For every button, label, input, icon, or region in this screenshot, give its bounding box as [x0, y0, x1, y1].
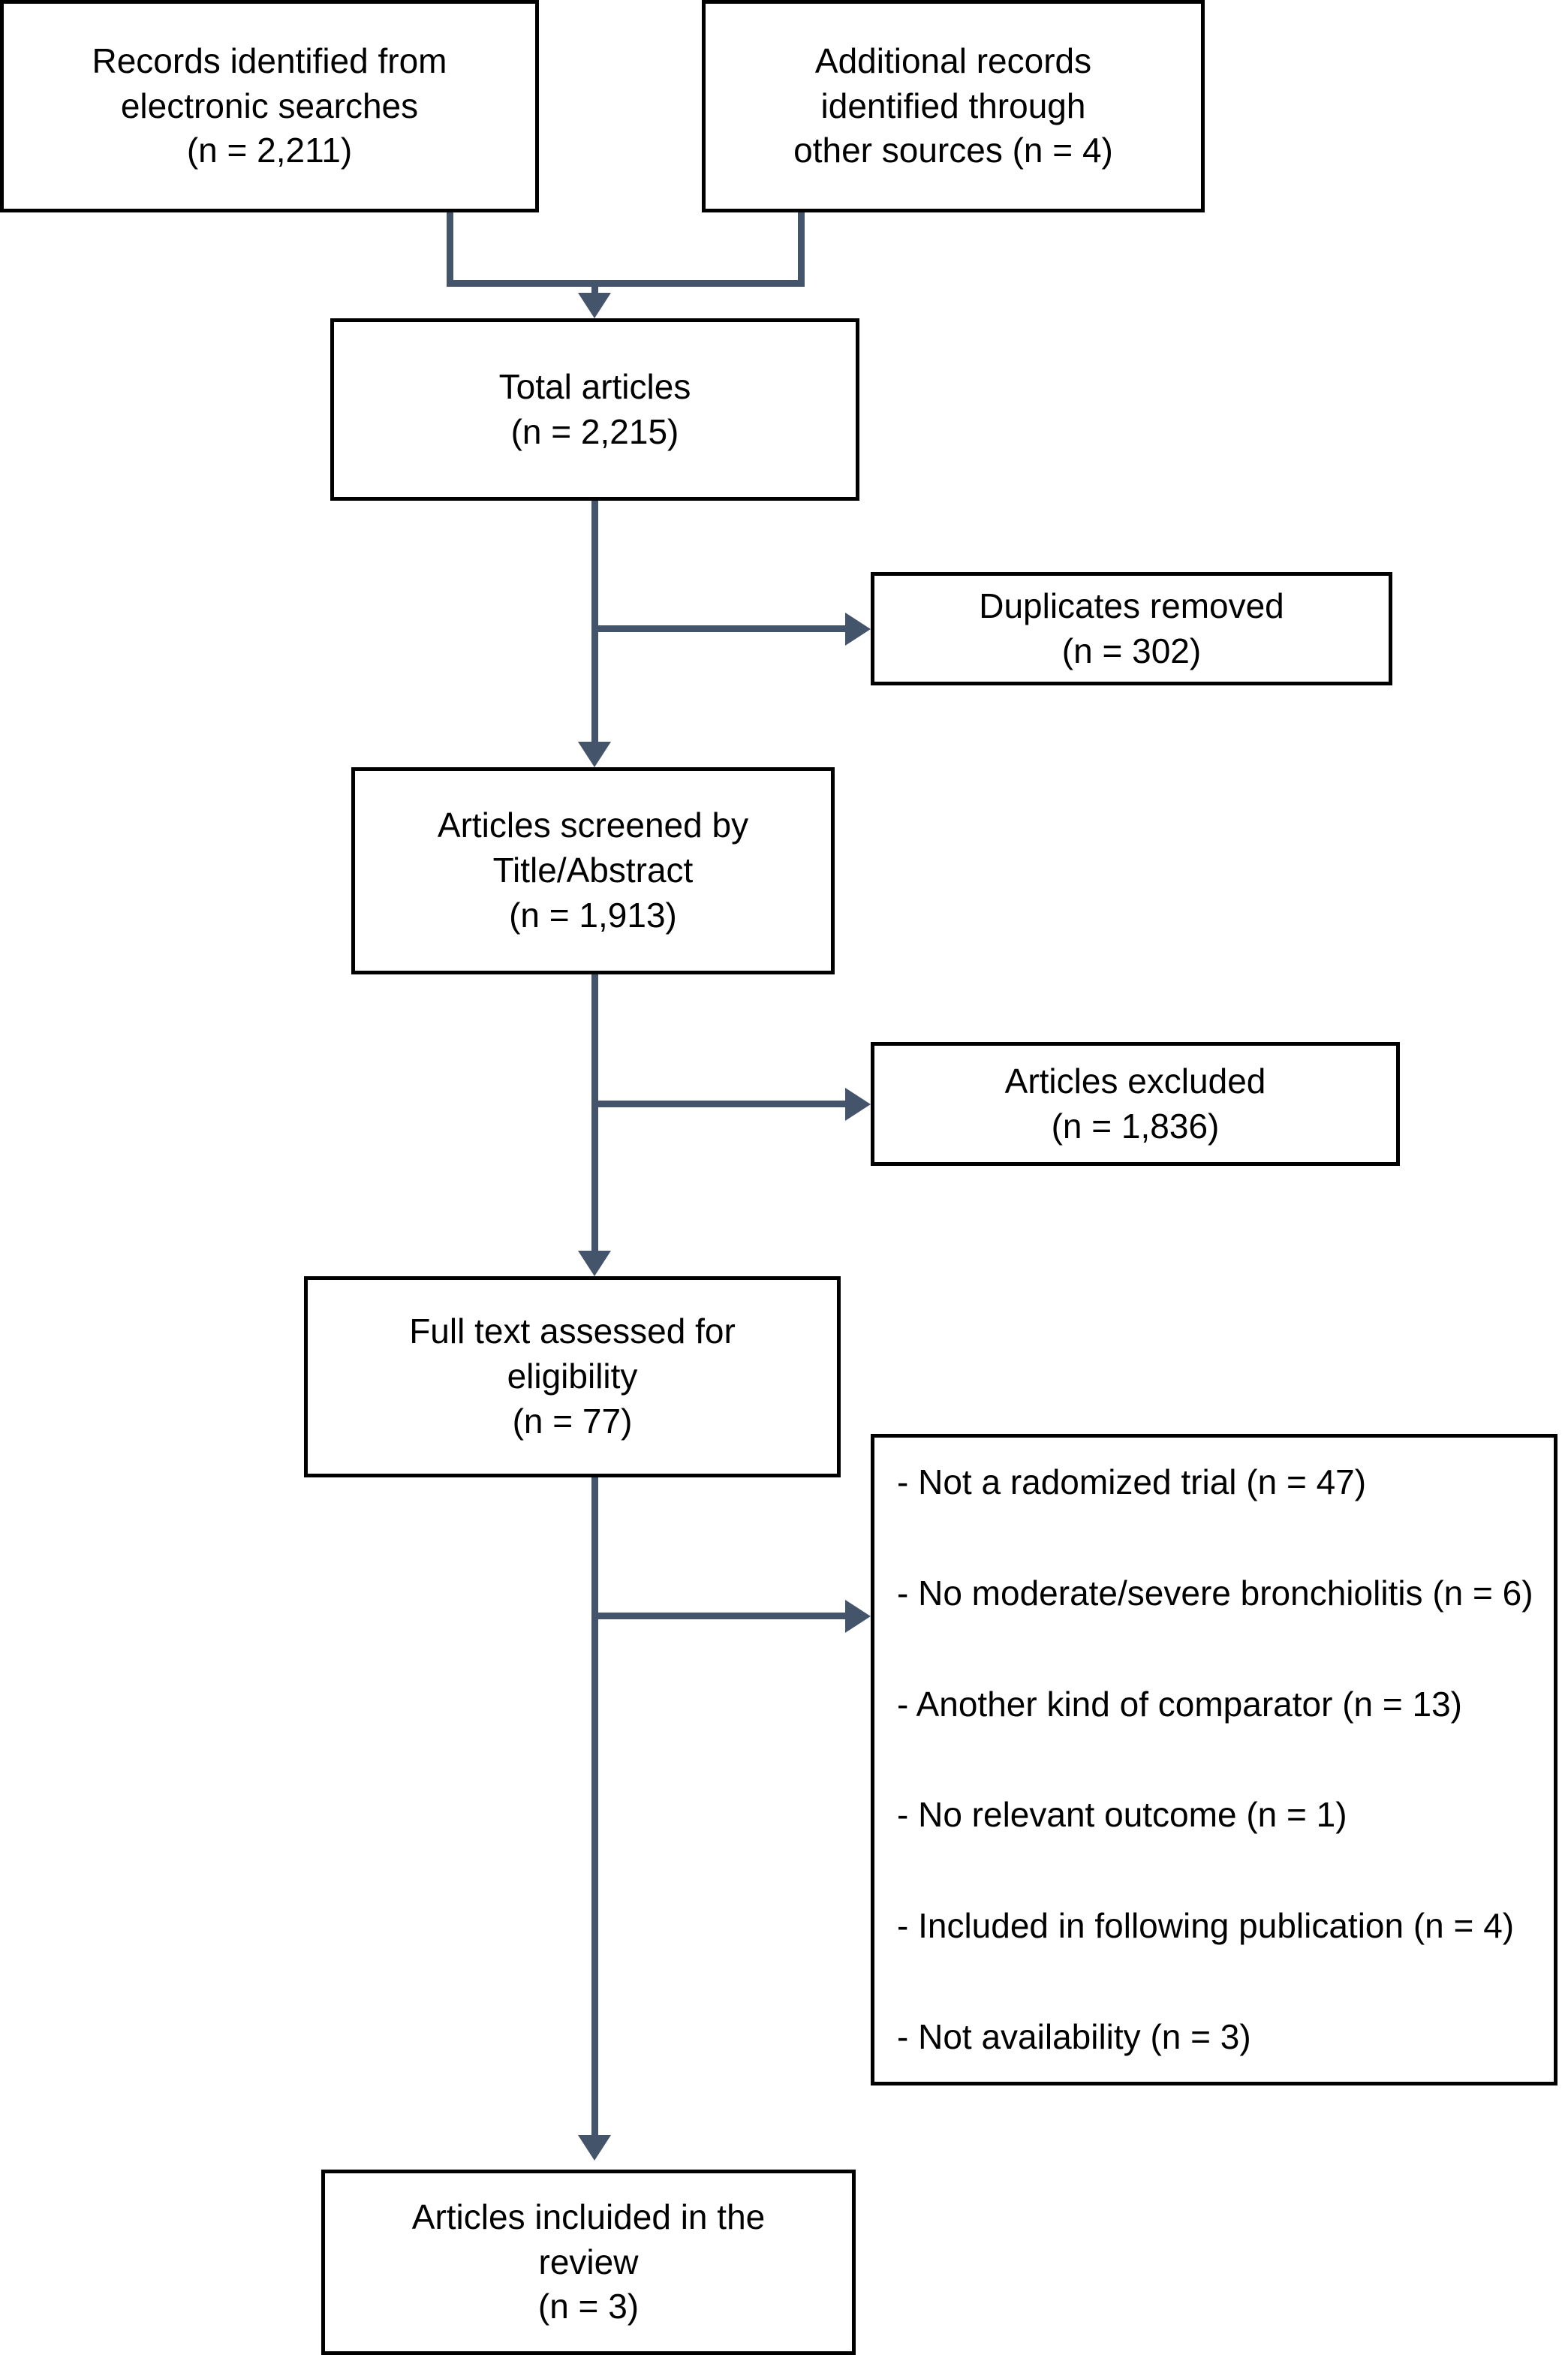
box-articles-excluded: Articles excluded (n = 1,836) — [871, 1042, 1400, 1166]
box-line-1: Articles incluided in the — [411, 2197, 766, 2236]
box-articles-excluded-text: Articles excluded (n = 1,836) — [885, 1059, 1386, 1149]
box-line-1: Articles excluded — [1004, 1061, 1266, 1101]
connector-screened-to-fulltext — [591, 974, 598, 1263]
box-exclusion-reasons: - Not a radomized trial (n = 47) - No mo… — [871, 1434, 1557, 2085]
exclusion-reason-item: - Not availability (n = 3) — [897, 2017, 1251, 2057]
exclusion-reason-item: - Another kind of comparator (n = 13) — [897, 1684, 1463, 1724]
box-line-3: (n = 3) — [537, 2287, 640, 2326]
arrow-into-exclusion-reasons — [845, 1600, 871, 1633]
box-additional-records-other-sources-text: Additional records identified through ot… — [716, 39, 1190, 173]
box-total-articles-text: Total articles (n = 2,215) — [345, 365, 845, 455]
exclusion-reason-item: - No moderate/severe bronchiolitis (n = … — [897, 1573, 1533, 1613]
box-duplicates-removed: Duplicates removed (n = 302) — [871, 572, 1392, 685]
box-line-2: review — [538, 2242, 639, 2281]
arrow-into-total-articles — [578, 293, 611, 318]
connector-records-other-down — [798, 212, 805, 287]
connector-merge-horizontal — [447, 280, 805, 287]
box-line-2: (n = 302) — [1061, 631, 1202, 670]
connector-fulltext-to-included — [591, 1477, 598, 2146]
box-line-2: identified through — [820, 86, 1086, 125]
arrow-into-articles-screened — [578, 742, 611, 767]
connector-records-electronic-down — [447, 212, 453, 287]
box-line-1: Records identified from — [92, 41, 447, 80]
exclusion-reason-item: - No relevant outcome (n = 1) — [897, 1795, 1347, 1835]
box-articles-screened-title-abstract-text: Articles screened by Title/Abstract (n =… — [366, 803, 820, 938]
box-articles-included-in-review: Articles incluided in the review (n = 3) — [321, 2170, 856, 2355]
box-line-3: (n = 2,211) — [186, 131, 353, 170]
box-full-text-assessed-eligibility: Full text assessed for eligibility (n = … — [304, 1276, 841, 1477]
connector-screened-to-excluded — [591, 1101, 856, 1107]
box-total-articles: Total articles (n = 2,215) — [330, 318, 859, 501]
arrow-into-duplicates-removed — [845, 613, 871, 646]
box-articles-included-in-review-text: Articles incluided in the review (n = 3) — [336, 2195, 841, 2329]
box-line-1: Additional records — [814, 41, 1092, 80]
box-line-2: (n = 1,836) — [1051, 1106, 1220, 1146]
box-line-1: Full text assessed for — [409, 1312, 736, 1351]
connector-fulltext-to-exclusion-reasons — [591, 1613, 856, 1619]
box-line-1: Total articles — [498, 366, 691, 406]
box-line-3: other sources (n = 4) — [793, 131, 1113, 170]
box-full-text-assessed-eligibility-text: Full text assessed for eligibility (n = … — [318, 1309, 826, 1444]
arrow-into-full-text-assessed — [578, 1251, 611, 1276]
box-articles-screened-title-abstract: Articles screened by Title/Abstract (n =… — [351, 767, 835, 974]
box-additional-records-other-sources: Additional records identified through ot… — [702, 0, 1205, 212]
box-line-2: Title/Abstract — [492, 851, 694, 890]
arrow-into-articles-included — [578, 2135, 611, 2161]
box-line-1: Articles screened by — [437, 806, 749, 845]
box-line-3: (n = 77) — [512, 1401, 633, 1441]
connector-total-to-duplicates — [591, 625, 856, 632]
arrow-into-articles-excluded — [845, 1088, 871, 1121]
box-line-2: eligibility — [507, 1357, 638, 1396]
box-records-electronic-searches-text: Records identified from electronic searc… — [14, 39, 525, 173]
box-records-electronic-searches: Records identified from electronic searc… — [0, 0, 539, 212]
exclusion-reason-item: - Not a radomized trial (n = 47) — [897, 1462, 1367, 1501]
box-line-2: electronic searches — [120, 86, 419, 125]
box-line-2: (n = 2,215) — [510, 411, 679, 451]
exclusion-reason-item: - Included in following publication (n =… — [897, 1906, 1515, 1946]
box-duplicates-removed-text: Duplicates removed (n = 302) — [885, 584, 1378, 674]
box-line-3: (n = 1,913) — [509, 895, 677, 935]
connector-merge-stem — [591, 280, 598, 297]
box-line-1: Duplicates removed — [979, 586, 1284, 625]
